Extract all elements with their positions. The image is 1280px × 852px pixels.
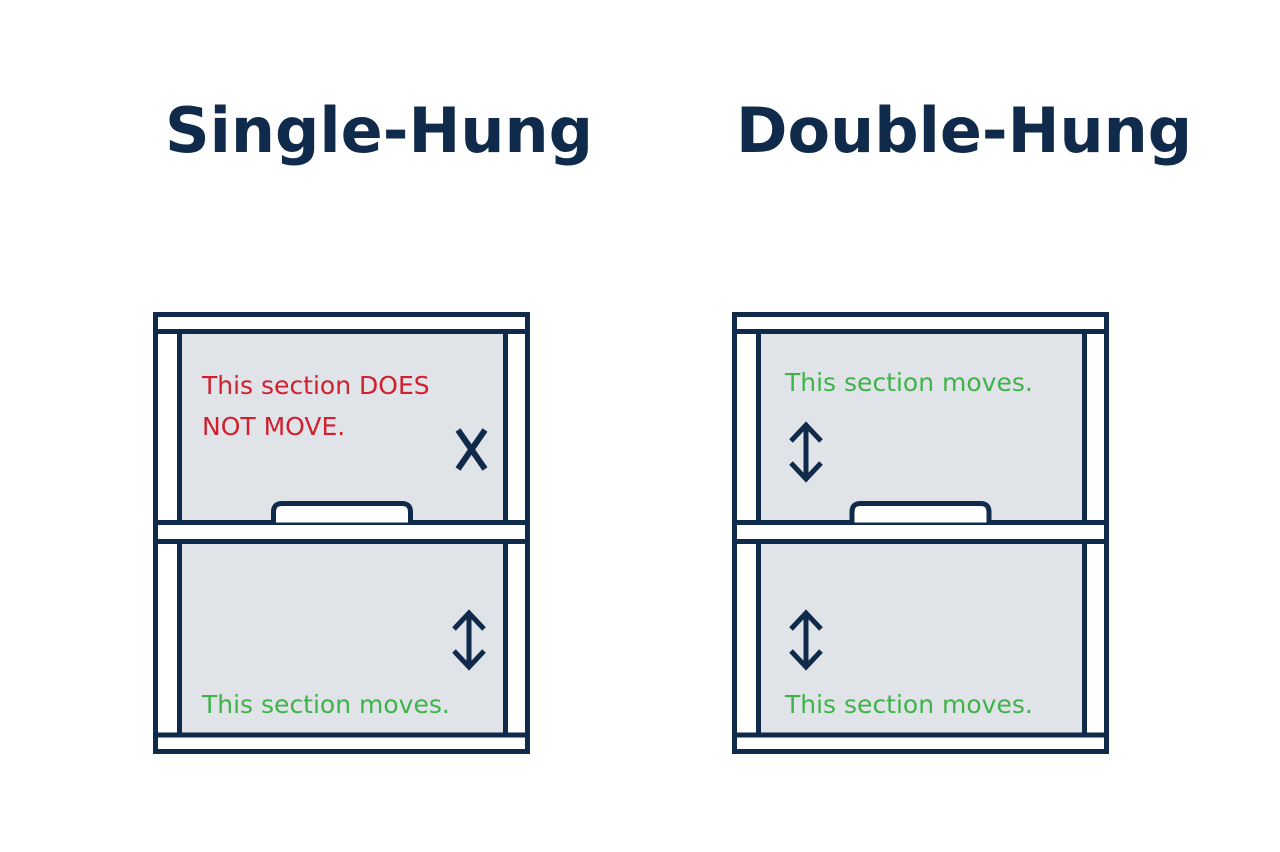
- up-down-arrow-icon: [789, 609, 823, 671]
- double-hung-upper-label: This section moves.: [785, 368, 1033, 397]
- label-line-1: This section DOES: [202, 371, 430, 400]
- double-hung-window: [732, 312, 1109, 754]
- single-hung-upper-label: This section DOES NOT MOVE.: [202, 365, 430, 447]
- up-down-arrow-icon: [789, 421, 823, 483]
- single-hung-window: [153, 312, 530, 754]
- single-hung-lower-label: This section moves.: [202, 690, 450, 719]
- sash-lift-handle: [271, 501, 413, 523]
- x-mark-icon: [455, 428, 488, 471]
- upper-sash-glass: [756, 329, 1087, 525]
- lower-sash-glass: [177, 539, 508, 738]
- double-hung-lower-label: This section moves.: [785, 690, 1033, 719]
- double-hung-title: Double-Hung: [736, 94, 1193, 167]
- sash-lift-handle: [849, 501, 992, 523]
- up-down-arrow-icon: [452, 609, 486, 671]
- label-line-2: NOT MOVE.: [202, 412, 346, 441]
